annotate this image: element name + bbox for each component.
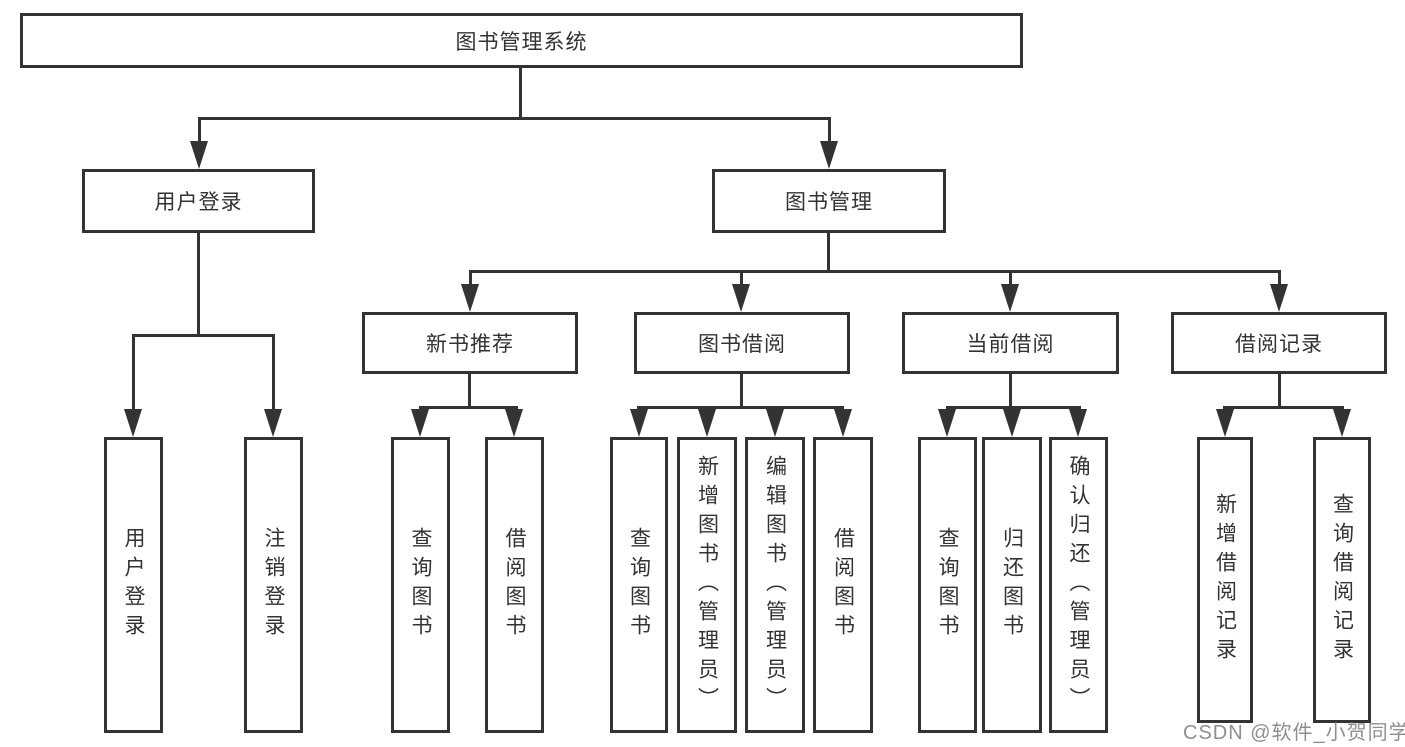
leaf-label: 用户登录 <box>122 527 146 643</box>
leaf-borrow-add-books-admin: 新增图书（管理员） <box>677 437 737 733</box>
arrow-down-icon <box>732 284 750 312</box>
arrow-down-icon <box>264 409 282 437</box>
arrow-down-icon <box>124 409 142 437</box>
connector-line <box>419 406 518 409</box>
leaf-logout: 注销登录 <box>244 437 303 733</box>
arrow-down-icon <box>834 409 852 437</box>
leaf-records-add-record: 新增借阅记录 <box>1197 437 1253 723</box>
connector-line <box>740 270 743 286</box>
leaf-recommend-borrow-books: 借阅图书 <box>485 437 544 733</box>
connector-line <box>1223 406 1344 409</box>
connector-line <box>946 406 1081 409</box>
node-new-book-recommend: 新书推荐 <box>362 312 578 374</box>
leaf-records-query-record: 查询借阅记录 <box>1313 437 1371 723</box>
leaf-borrow-borrow-books: 借阅图书 <box>813 437 873 733</box>
leaf-current-confirm-return-admin: 确认归还（管理员） <box>1049 437 1108 733</box>
connector-line <box>468 374 471 408</box>
leaf-label: 查询图书 <box>409 527 433 643</box>
node-user-login: 用户登录 <box>82 169 315 233</box>
arrow-down-icon <box>1001 284 1019 312</box>
arrow-down-icon <box>766 409 784 437</box>
leaf-current-query-books: 查询图书 <box>918 437 977 733</box>
csdn-watermark: CSDN @软件_小贺同学 <box>1183 722 1405 744</box>
leaf-label: 新增借阅记录 <box>1213 493 1237 667</box>
connector-line <box>828 117 831 143</box>
arrow-down-icon <box>1333 409 1351 437</box>
leaf-label: 查询图书 <box>627 527 651 643</box>
connector-line <box>1009 374 1012 408</box>
connector-line <box>519 68 522 120</box>
leaf-label: 注销登录 <box>262 527 286 643</box>
leaf-label: 编辑图书（管理员） <box>763 454 787 716</box>
connector-line <box>1278 270 1281 286</box>
leaf-label: 归还图书 <box>1000 527 1024 643</box>
leaf-recommend-query-books: 查询图书 <box>391 437 450 733</box>
arrow-down-icon <box>1270 284 1288 312</box>
leaf-label: 查询借阅记录 <box>1330 493 1354 667</box>
connector-line <box>827 233 830 273</box>
leaf-current-return-books: 归还图书 <box>982 437 1042 733</box>
connector-line <box>1278 374 1281 408</box>
connector-line <box>132 334 275 337</box>
arrow-down-icon <box>820 141 838 169</box>
leaf-borrow-query-books: 查询图书 <box>610 437 668 733</box>
leaf-label: 确认归还（管理员） <box>1067 454 1091 716</box>
arrow-down-icon <box>505 409 523 437</box>
node-book-borrow: 图书借阅 <box>634 312 850 374</box>
leaf-borrow-edit-books-admin: 编辑图书（管理员） <box>745 437 805 733</box>
arrow-down-icon <box>411 409 429 437</box>
arrow-down-icon <box>1069 409 1087 437</box>
node-root-system: 图书管理系统 <box>20 13 1023 68</box>
arrow-down-icon <box>938 409 956 437</box>
connector-line <box>740 374 743 408</box>
connector-line <box>198 117 831 120</box>
arrow-down-icon <box>1003 409 1021 437</box>
node-borrow-records: 借阅记录 <box>1171 312 1387 374</box>
connector-line <box>132 334 135 411</box>
connector-line <box>1009 270 1012 286</box>
leaf-label: 查询图书 <box>936 527 960 643</box>
connector-line <box>469 270 1281 273</box>
arrow-down-icon <box>630 409 648 437</box>
leaf-label: 借阅图书 <box>831 527 855 643</box>
arrow-down-icon <box>190 141 208 169</box>
arrow-down-icon <box>698 409 716 437</box>
connector-line <box>272 334 275 411</box>
arrow-down-icon <box>461 284 479 312</box>
connector-line <box>469 270 472 286</box>
leaf-user-login: 用户登录 <box>104 437 163 733</box>
node-book-management: 图书管理 <box>712 169 946 233</box>
connector-line <box>637 406 844 409</box>
connector-line <box>198 117 201 143</box>
leaf-label: 借阅图书 <box>503 527 527 643</box>
node-current-borrow: 当前借阅 <box>902 312 1119 374</box>
leaf-label: 新增图书（管理员） <box>695 454 719 716</box>
connector-line <box>197 233 200 336</box>
arrow-down-icon <box>1216 409 1234 437</box>
